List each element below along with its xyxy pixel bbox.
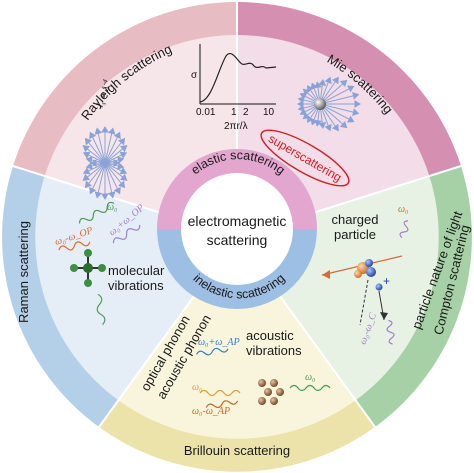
scattering-ray — [96, 162, 106, 198]
mie-particle — [314, 98, 326, 110]
ray-arrowhead — [84, 180, 93, 189]
ray-arrowhead — [113, 131, 121, 140]
svg-text:10: 10 — [263, 107, 275, 118]
ray-arrowhead — [354, 100, 361, 108]
ray-arrowhead — [331, 76, 339, 85]
ray-arrowhead — [101, 126, 109, 133]
inner-ring — [157, 149, 317, 309]
ray-arrowhead — [318, 122, 327, 129]
ray-arrowhead — [297, 100, 304, 108]
ray-arrowhead — [346, 115, 355, 123]
scattering-ray — [104, 132, 121, 164]
ray-arrowhead — [119, 145, 128, 153]
mie-curve — [199, 53, 277, 103]
ray-arrowhead — [84, 137, 93, 146]
scattering-ray — [104, 162, 121, 194]
ray-arrowhead — [299, 108, 308, 116]
brillouin-omega0-b: ω₀ — [305, 372, 316, 383]
ray-arrowhead — [82, 173, 91, 181]
ray-arrowhead — [117, 137, 126, 146]
scattering-ray — [104, 162, 114, 198]
ray-arrowhead — [101, 193, 109, 200]
brillouin-omega0-a: ω₀ — [192, 382, 203, 393]
rayleigh-formula: Is∝ λ-4 — [92, 78, 115, 110]
brillouin-lattice — [258, 379, 284, 405]
ray-arrowhead — [94, 191, 103, 199]
brillouin-waves — [196, 347, 331, 409]
scattering-ray — [89, 132, 106, 164]
compton-label-line2: particle — [334, 227, 376, 242]
mie-scattering-pattern — [297, 76, 361, 132]
molecule-icon — [70, 249, 106, 287]
ray-arrowhead — [82, 167, 91, 175]
ray-arrowhead — [339, 121, 348, 129]
raman-omega0: ω₀ — [107, 202, 118, 213]
ray-arrowhead — [82, 145, 91, 153]
ray-arrowhead — [107, 127, 116, 135]
ray-arrowhead — [94, 127, 103, 135]
scattering-ray — [89, 162, 106, 194]
scattering-ray — [319, 103, 354, 123]
ray-arrowhead — [310, 82, 318, 90]
svg-text:1: 1 — [231, 107, 237, 118]
compton-label-line1: charged — [332, 212, 379, 227]
ray-arrowhead — [117, 180, 126, 189]
ray-arrowhead — [117, 162, 125, 170]
ray-arrowhead — [113, 186, 121, 195]
ray-arrowhead — [331, 123, 339, 132]
rayleigh-dipole-pattern — [82, 126, 128, 200]
ray-arrowhead — [82, 151, 91, 159]
raman-label-line2: vibrations — [108, 278, 164, 293]
ray-arrowhead — [119, 173, 128, 181]
compton-plus: + — [383, 274, 390, 288]
brillouin-omega-plus: ω₀+ω_AP — [198, 337, 240, 348]
brillouin-label-line2: vibrations — [246, 343, 302, 358]
ray-arrowhead — [324, 76, 332, 84]
center-label-line1: electromagnetic — [188, 213, 287, 229]
mie-plot: σ 0.01 1 2 10 2πr/λ — [191, 44, 277, 132]
ray-arrowhead — [119, 151, 128, 159]
ray-arrowhead — [113, 159, 120, 167]
center-disc — [181, 173, 293, 285]
svg-text:2: 2 — [243, 107, 249, 118]
raman-label: Raman scattering — [16, 221, 31, 323]
ray-arrowhead — [119, 167, 128, 175]
ray-arrowhead — [85, 156, 93, 164]
raman-label-line1: molecular — [108, 263, 165, 278]
ray-arrowhead — [107, 191, 116, 199]
brillouin-omega-minus: ω₀-ω_AP — [192, 406, 230, 417]
ray-arrowhead — [90, 159, 97, 167]
ray-arrowhead — [117, 156, 125, 164]
ray-arrowhead — [318, 79, 327, 86]
center-label-line2: scattering — [207, 232, 268, 248]
brillouin-label: Brillouin scattering — [184, 443, 290, 458]
brillouin-label-line1: acoustic — [246, 328, 294, 343]
raman-waves — [58, 201, 141, 325]
compton-omega0: ω₀ — [398, 204, 409, 215]
ray-arrowhead — [89, 186, 97, 195]
compton-incoming-wave: ω₀ — [398, 204, 409, 239]
svg-text:σ: σ — [191, 70, 198, 81]
compton-atom: + — [321, 255, 403, 326]
ray-arrowhead — [89, 131, 97, 140]
ray-arrowhead — [324, 124, 332, 132]
ray-arrowhead — [339, 79, 348, 87]
scattering-ray — [104, 128, 114, 164]
brillouin-panel — [118, 237, 356, 439]
scattering-ray — [319, 85, 354, 105]
svg-text:2πr/λ: 2πr/λ — [224, 121, 248, 132]
scattering-ray — [319, 94, 359, 105]
svg-text:Is∝ λ-4: Is∝ λ-4 — [92, 78, 115, 110]
ray-arrowhead — [352, 92, 360, 100]
ray-arrowhead — [85, 162, 93, 170]
ray-arrowhead — [346, 85, 355, 93]
ray-arrowhead — [352, 108, 360, 116]
compton-outgoing-wave — [386, 319, 395, 345]
scattering-ray — [319, 103, 359, 114]
scattering-ray — [96, 128, 106, 164]
svg-text:0.01: 0.01 — [196, 107, 216, 118]
ray-arrowhead — [306, 85, 314, 93]
